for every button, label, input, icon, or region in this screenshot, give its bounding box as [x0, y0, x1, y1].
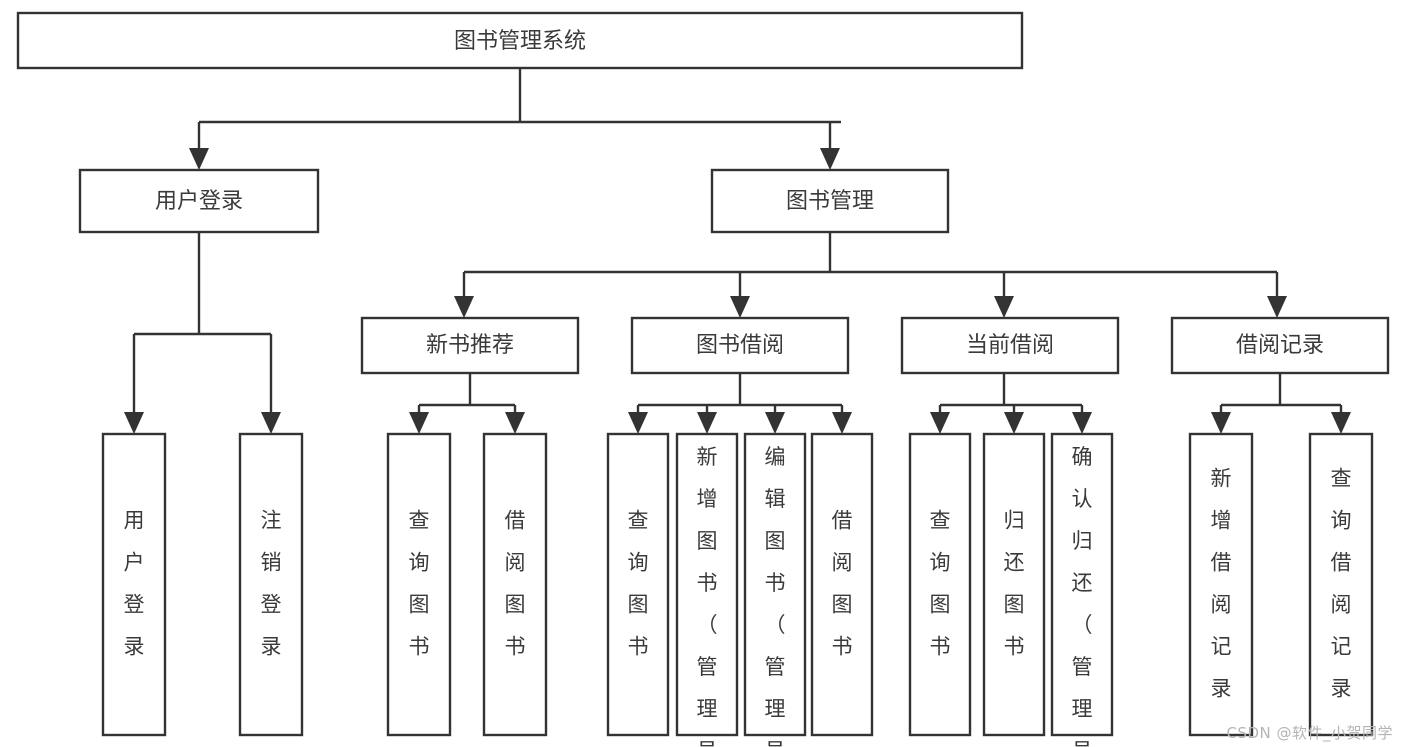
node-leaf-query-book-3[interactable]: 查询图书: [908, 432, 972, 737]
node-leaf-confirm-return-label: 确认归还（管理员）: [1072, 445, 1093, 747]
node-leaf-query-book-2-box[interactable]: [606, 432, 670, 737]
arrow-head-leaf-edit-book: [765, 412, 785, 434]
node-book-manage-box[interactable]: [710, 168, 950, 234]
node-leaf-borrow-book-1-label: 借阅图书: [505, 509, 526, 659]
vertical-paren-glyph: （: [1072, 613, 1093, 637]
leaf-node-layer: 用户登录 注销登录 查询图书 借阅图书 查询图书 新增图书（管理员） 编辑图书（管理员） 借阅…: [101, 432, 1374, 747]
connector-group-borrow-record: [1211, 373, 1351, 434]
arrow-head-book-borrow: [730, 296, 750, 318]
arrow-head-borrow-record: [1267, 296, 1287, 318]
node-leaf-logout-box[interactable]: [238, 432, 304, 737]
node-leaf-borrow-book-2[interactable]: 借阅图书: [810, 432, 874, 737]
node-current-borrow[interactable]: 当前借阅: [900, 316, 1120, 375]
node-user-login-label: 用户登录: [155, 189, 243, 214]
node-leaf-confirm-return-box[interactable]: [1050, 432, 1114, 737]
node-leaf-logout-label: 注销登录: [261, 509, 282, 659]
arrow-head-user-login: [189, 148, 209, 170]
node-leaf-return-book[interactable]: 归还图书: [982, 432, 1046, 737]
node-leaf-borrow-book-1-box[interactable]: [482, 432, 548, 737]
node-leaf-user-login-label: 用户登录: [124, 509, 145, 659]
arrow-head-leaf-query-book-2: [628, 412, 648, 434]
node-leaf-confirm-return[interactable]: 确认归还（管理员）: [1050, 432, 1114, 747]
connector-group-root: [189, 68, 841, 170]
arrow-head-leaf-borrow-book-1: [505, 412, 525, 434]
vertical-paren-glyph: （: [765, 613, 786, 637]
node-leaf-borrow-book-2-box[interactable]: [810, 432, 874, 737]
node-leaf-query-book-2-label: 查询图书: [628, 509, 649, 659]
node-leaf-add-record-label: 新增借阅记录: [1211, 467, 1232, 701]
node-leaf-query-record[interactable]: 查询借阅记录: [1308, 432, 1374, 737]
node-leaf-user-login-box[interactable]: [101, 432, 167, 737]
node-new-book-recommend-box[interactable]: [360, 316, 580, 375]
node-new-book-recommend[interactable]: 新书推荐: [360, 316, 580, 375]
node-user-login-box[interactable]: [78, 168, 320, 234]
node-root[interactable]: 图书管理系统: [16, 11, 1024, 70]
node-leaf-query-book-3-box[interactable]: [908, 432, 972, 737]
node-leaf-query-record-box[interactable]: [1308, 432, 1374, 737]
node-borrow-record-box[interactable]: [1170, 316, 1390, 375]
node-leaf-add-book-label: 新增图书（管理员）: [697, 445, 718, 747]
arrow-head-leaf-user-login: [124, 412, 144, 434]
node-leaf-edit-book-label: 编辑图书（管理员）: [765, 445, 786, 747]
node-leaf-query-book-2[interactable]: 查询图书: [606, 432, 670, 737]
node-leaf-query-book-1-box[interactable]: [386, 432, 452, 737]
node-leaf-query-record-label: 查询借阅记录: [1331, 467, 1352, 701]
node-leaf-add-record[interactable]: 新增借阅记录: [1188, 432, 1254, 737]
node-user-login[interactable]: 用户登录: [78, 168, 320, 234]
connector-group-new-book-recommend: [409, 373, 525, 434]
node-book-borrow[interactable]: 图书借阅: [630, 316, 850, 375]
connector-group-current-borrow: [930, 373, 1092, 434]
node-book-manage[interactable]: 图书管理: [710, 168, 950, 234]
node-root-box[interactable]: [16, 11, 1024, 70]
node-root-label: 图书管理系统: [454, 29, 586, 54]
node-leaf-edit-book[interactable]: 编辑图书（管理员）: [743, 432, 807, 747]
arrow-head-leaf-logout: [261, 412, 281, 434]
arrow-head-leaf-query-record: [1331, 412, 1351, 434]
connector-group-book-manage: [454, 232, 1287, 318]
arrow-head-leaf-add-record: [1211, 412, 1231, 434]
arrow-head-leaf-query-book-3: [930, 412, 950, 434]
arrow-head-leaf-return-book: [1004, 412, 1024, 434]
node-book-borrow-box[interactable]: [630, 316, 850, 375]
node-leaf-add-book[interactable]: 新增图书（管理员）: [675, 432, 739, 747]
node-borrow-record[interactable]: 借阅记录: [1170, 316, 1390, 375]
node-leaf-logout[interactable]: 注销登录: [238, 432, 304, 737]
node-leaf-add-record-box[interactable]: [1188, 432, 1254, 737]
arrow-head-leaf-add-book: [697, 412, 717, 434]
node-current-borrow-label: 当前借阅: [966, 333, 1054, 358]
node-book-manage-label: 图书管理: [786, 189, 874, 214]
arrow-head-book-manage: [820, 148, 840, 170]
node-new-book-recommend-label: 新书推荐: [426, 333, 514, 358]
csdn-watermark: CSDN @软件_小贺同学: [1226, 724, 1393, 742]
node-leaf-edit-book-box[interactable]: [743, 432, 807, 737]
node-leaf-query-book-1-label: 查询图书: [409, 509, 430, 659]
node-current-borrow-box[interactable]: [900, 316, 1120, 375]
node-leaf-query-book-3-label: 查询图书: [930, 509, 951, 659]
connector-group-user-login: [124, 232, 281, 434]
vertical-paren-glyph: （: [697, 613, 718, 637]
arrow-head-leaf-confirm-return: [1072, 412, 1092, 434]
arrow-head-current-borrow: [994, 296, 1014, 318]
arrow-head-leaf-borrow-book-2: [832, 412, 852, 434]
node-leaf-return-book-box[interactable]: [982, 432, 1046, 737]
arrow-head-leaf-query-book-1: [409, 412, 429, 434]
node-leaf-return-book-label: 归还图书: [1004, 509, 1025, 659]
node-leaf-borrow-book-2-label: 借阅图书: [832, 509, 853, 659]
node-borrow-record-label: 借阅记录: [1236, 333, 1324, 358]
connector-group-book-borrow: [628, 373, 852, 434]
arrow-head-new-book-recommend: [454, 296, 474, 318]
node-leaf-borrow-book-1[interactable]: 借阅图书: [482, 432, 548, 737]
node-leaf-query-book-1[interactable]: 查询图书: [386, 432, 452, 737]
node-leaf-add-book-box[interactable]: [675, 432, 739, 737]
node-leaf-user-login[interactable]: 用户登录: [101, 432, 167, 737]
node-book-borrow-label: 图书借阅: [696, 333, 784, 358]
